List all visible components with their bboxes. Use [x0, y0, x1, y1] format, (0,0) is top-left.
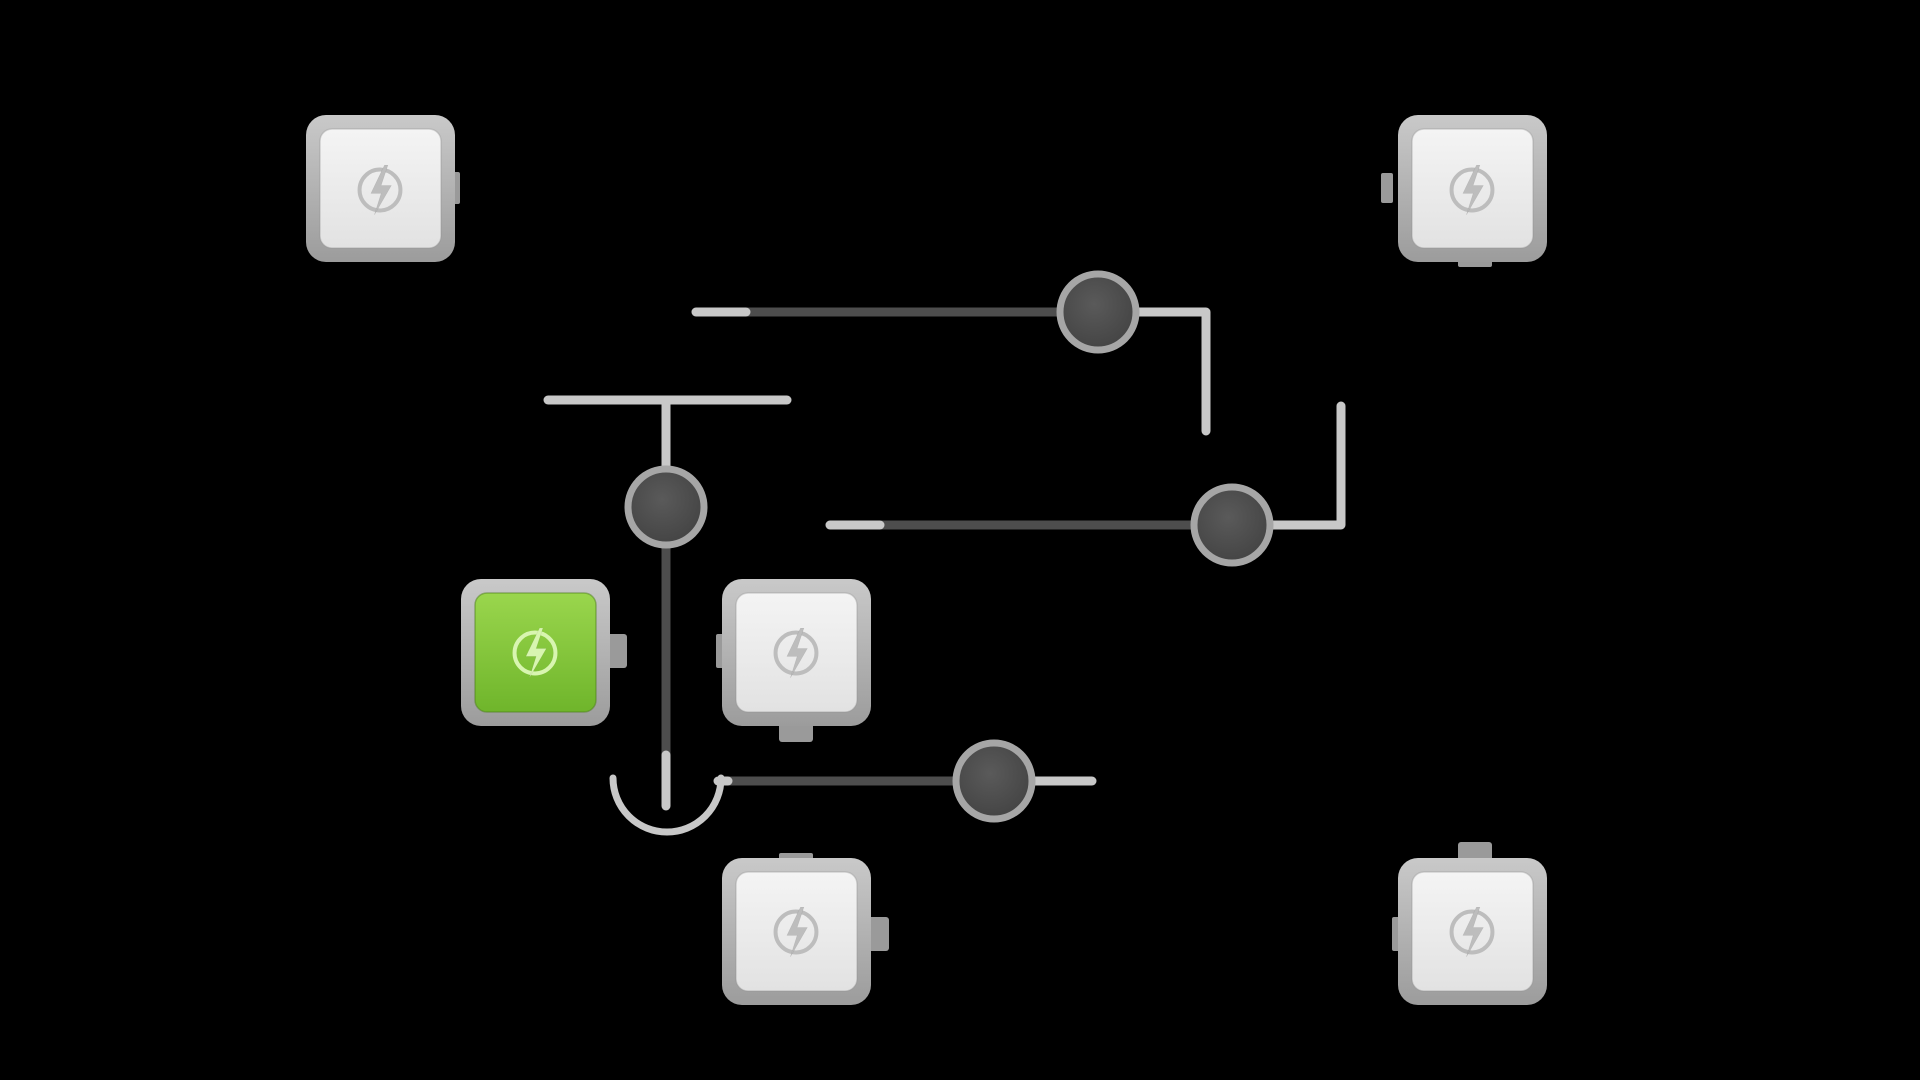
module-connector-left — [1381, 173, 1393, 203]
module-bottom-right[interactable] — [1392, 842, 1547, 1005]
module-middle[interactable] — [716, 579, 871, 742]
module-top-left[interactable] — [306, 115, 460, 262]
rotor-left[interactable] — [624, 465, 708, 549]
rotor-right[interactable] — [1190, 483, 1274, 567]
rotor-knob-icon — [952, 739, 1036, 823]
wire-top-elbow — [1129, 307, 1211, 436]
wire-u-curve — [609, 774, 725, 836]
rotor-knob-icon — [1190, 483, 1274, 567]
rotor-knob-icon — [1056, 270, 1140, 354]
module-top-right[interactable] — [1381, 115, 1547, 267]
rotor-top[interactable] — [1056, 270, 1140, 354]
rotor-knob-icon — [624, 465, 708, 549]
rotor-bottom[interactable] — [952, 739, 1036, 823]
module-bottom-middle[interactable] — [722, 853, 889, 1005]
wire-network — [543, 307, 1346, 836]
wire-right-elbow — [1263, 401, 1346, 530]
module-source[interactable] — [461, 579, 627, 726]
